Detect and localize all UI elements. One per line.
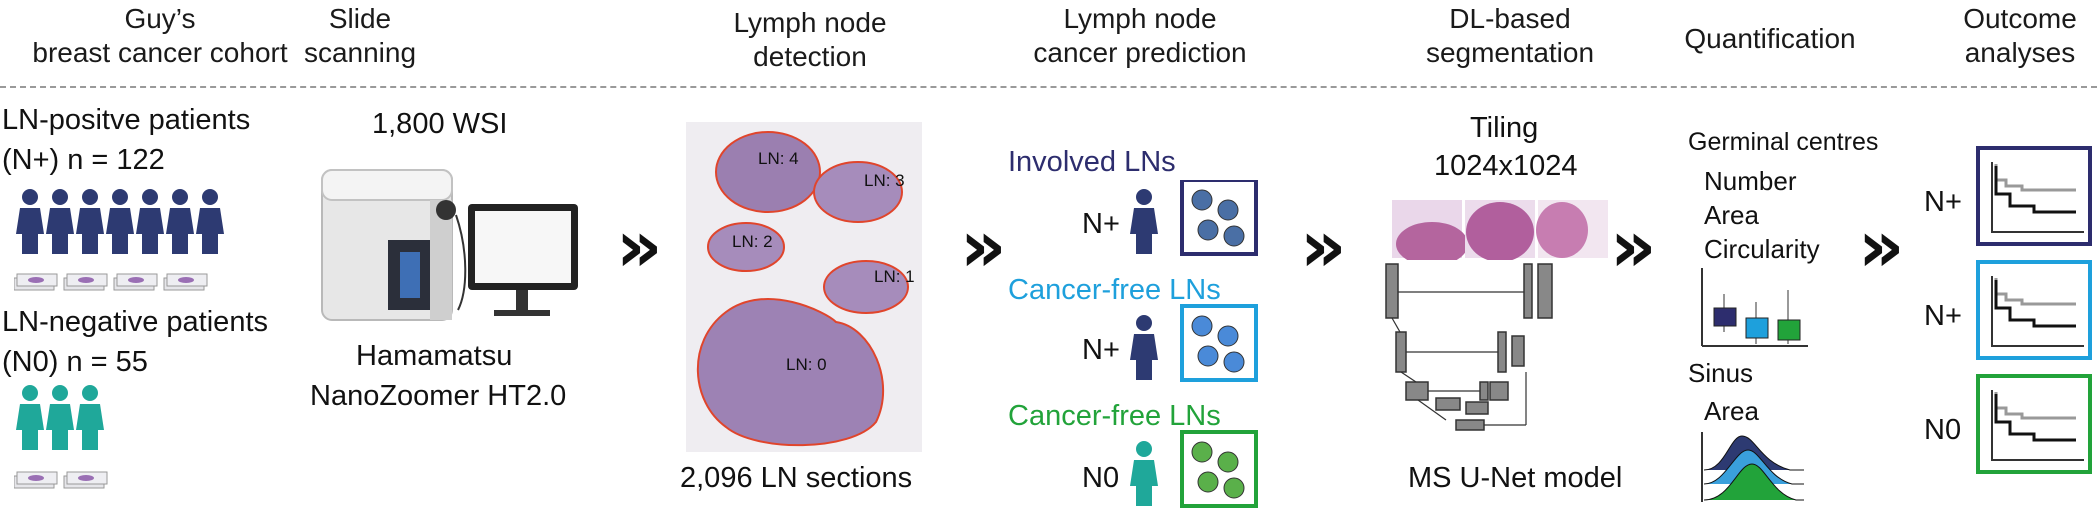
model-name: MS U-Net model (1408, 462, 1623, 494)
ln-section-count: 2,096 LN sections (680, 462, 913, 494)
scanner-name-line2: NanoZoomer HT2.0 (310, 380, 567, 412)
tiling-line1: Tiling (1470, 112, 1539, 144)
neg-patient-icons (14, 385, 108, 489)
slide-stack-icon (113, 273, 158, 291)
header-divider (0, 86, 2097, 88)
cohort-neg-label: LN-negative patients (2, 306, 268, 338)
outcome-label-2: N0 (1924, 414, 1962, 446)
patient-pos-icon (166, 189, 194, 254)
patient-pos-icon (106, 189, 134, 254)
header-prediction-line2: cancer prediction (1033, 37, 1247, 68)
outcome-label-0: N+ (1924, 186, 1962, 218)
chevron-1-icon: » (616, 204, 663, 288)
slide-stack-icon (14, 471, 58, 489)
sinus-item-0: Area (1704, 396, 1759, 426)
slide-stack-icon (163, 273, 208, 291)
header-detection-line1: Lymph node (733, 7, 887, 38)
header-cohort: Guy’s breast cancer cohort (10, 2, 310, 70)
patient-icon (1130, 315, 1158, 380)
patient-neg-icon (76, 385, 104, 450)
chevron-5-icon: » (1858, 204, 1905, 288)
gc-title: Germinal centres (1688, 128, 1879, 156)
gc-item-2: Circularity (1704, 234, 1820, 264)
header-detection: Lymph node detection (690, 6, 930, 74)
ln-label-0: LN: 0 (786, 355, 827, 374)
patient-pos-icon (46, 189, 74, 254)
header-quantification: Quantification (1660, 22, 1880, 56)
outcome-label-1: N+ (1924, 300, 1962, 332)
header-detection-line2: detection (753, 41, 867, 72)
lymph-node-slide: LN: 4 LN: 3 LN: 2 LN: 1 LN: 0 (686, 122, 922, 452)
slide-stack-icon (63, 471, 108, 489)
gc-item-0: Number (1704, 166, 1797, 196)
gc-boxplot (1701, 268, 1808, 347)
header-segmentation-line1: DL-based (1449, 3, 1571, 34)
slide-stack-icon (63, 273, 108, 291)
unet-diagram (1385, 263, 1553, 431)
header-segmentation: DL-based segmentation (1390, 2, 1630, 70)
slide-stack-icon (14, 273, 58, 291)
cohort-pos-label: LN-positve patients (2, 104, 251, 136)
patient-pos-icon (196, 189, 224, 254)
wsi-count: 1,800 WSI (372, 108, 508, 140)
chevron-4-icon: » (1610, 204, 1657, 288)
header-cohort-line2: breast cancer cohort (32, 37, 288, 68)
tiling-line2: 1024x1024 (1434, 150, 1578, 182)
km-curves (1976, 146, 2092, 474)
tile-images (1392, 200, 1608, 260)
scanner-name-line1: Hamamatsu (356, 340, 513, 372)
header-scanning: Slide scanning (260, 2, 460, 70)
patient-pos-icon (16, 189, 44, 254)
cohort-pos-count: (N+) n = 122 (2, 144, 165, 176)
sinus-density-plot (1701, 432, 1804, 502)
pred-title-1: Cancer-free LNs (1008, 274, 1221, 306)
header-cohort-line1: Guy’s (124, 3, 196, 34)
pred-tag-2: N0 (1082, 462, 1120, 494)
header-outcome: Outcome analyses (1940, 2, 2097, 70)
cell-box-icon (1180, 430, 1258, 508)
pred-tag-1: N+ (1082, 334, 1120, 366)
chevron-3-icon: » (1300, 204, 1347, 288)
sinus-title: Sinus (1688, 358, 1754, 388)
scanner-illustration (321, 169, 578, 321)
patient-icon (1130, 189, 1158, 254)
patient-pos-icon (136, 189, 164, 254)
pred-tag-0: N+ (1082, 208, 1120, 240)
gc-item-1: Area (1704, 200, 1759, 230)
header-outcome-line1: Outcome (1963, 3, 2077, 34)
header-segmentation-line2: segmentation (1425, 37, 1595, 68)
patient-icon (1130, 441, 1158, 506)
pos-patient-icons (14, 189, 224, 291)
cohort-neg-count: (N0) n = 55 (2, 346, 148, 378)
patient-pos-icon (76, 189, 104, 254)
prediction-icons (1130, 180, 1258, 508)
cell-box-icon (1180, 180, 1258, 256)
ln-label-2: LN: 2 (732, 232, 773, 251)
km-plot (1976, 260, 2092, 360)
ln-label-4: LN: 4 (758, 149, 799, 168)
header-quantification-line1: Quantification (1684, 23, 1856, 54)
ln-label-1: LN: 1 (874, 267, 915, 286)
header-outcome-line2: analyses (1964, 37, 2076, 68)
km-plot (1976, 146, 2092, 246)
header-prediction-line1: Lymph node (1063, 3, 1217, 34)
chevron-2-icon: » (960, 204, 1007, 288)
pred-title-2: Cancer-free LNs (1008, 400, 1221, 432)
header-prediction: Lymph node cancer prediction (990, 2, 1290, 70)
patient-neg-icon (16, 385, 44, 450)
cell-box-icon (1180, 304, 1258, 382)
header-scanning-line1: Slide (328, 3, 392, 34)
km-plot (1976, 374, 2092, 474)
patient-neg-icon (46, 385, 74, 450)
pred-title-0: Involved LNs (1008, 146, 1176, 178)
header-scanning-line2: scanning (303, 37, 417, 68)
ln-label-3: LN: 3 (864, 171, 905, 190)
